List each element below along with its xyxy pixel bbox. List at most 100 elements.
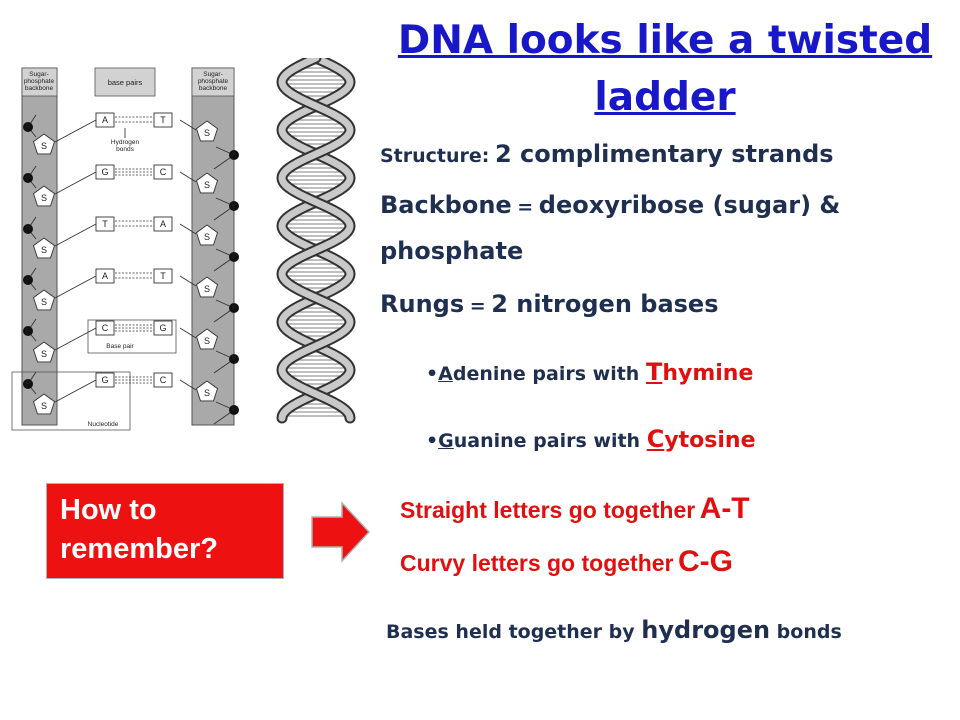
right-sugar bbox=[195, 120, 219, 142]
left-sugar bbox=[32, 185, 56, 207]
bonds-text-c: bonds bbox=[770, 621, 842, 643]
left-base-letter: G bbox=[101, 375, 108, 385]
right-sugar bbox=[195, 172, 219, 194]
how-to-remember-box bbox=[46, 483, 284, 579]
cytosine-first-letter: C bbox=[646, 425, 665, 453]
curvy-letters-text: Curvy letters go together bbox=[400, 550, 674, 576]
right-base-box bbox=[153, 112, 173, 128]
sugar-base-link bbox=[179, 171, 197, 183]
sugar-letter: S bbox=[204, 388, 210, 398]
sugar-base-link bbox=[179, 275, 197, 287]
bonds-text-hydrogen: hydrogen bbox=[641, 616, 771, 644]
right-backbone-column bbox=[191, 67, 235, 426]
right-base-letter: T bbox=[160, 115, 166, 125]
left-phosphate bbox=[23, 173, 33, 183]
left-base-letter: A bbox=[102, 115, 108, 125]
right-base-letter: C bbox=[160, 375, 167, 385]
rungs-value: 2 nitrogen bases bbox=[491, 290, 719, 318]
left-base-letter: T bbox=[102, 219, 108, 229]
right-arrow-icon bbox=[311, 501, 371, 563]
bonds-text-a: Bases held together by bbox=[386, 621, 642, 643]
phosphate-letter: P bbox=[26, 329, 30, 335]
guanine-line: •Guanine pairs with Cytosine bbox=[426, 425, 756, 453]
rungs-label: Rungs bbox=[380, 290, 465, 318]
right-phosphate bbox=[229, 354, 239, 364]
left-base-box bbox=[95, 320, 115, 336]
right-base-letter: C bbox=[160, 167, 167, 177]
sugar-letter: S bbox=[41, 401, 47, 411]
backbone-value: deoxyribose (sugar) & bbox=[538, 191, 841, 219]
center-label: base pairs bbox=[108, 78, 143, 87]
page-title: DNA looks like a twisted ladder bbox=[397, 18, 933, 120]
sugar-base-link bbox=[54, 327, 97, 351]
sugar-letter: S bbox=[41, 349, 47, 359]
sugar-base-link bbox=[54, 379, 97, 403]
right-base-box bbox=[153, 320, 173, 336]
curvy-letters-line: Curvy letters go together C-G bbox=[400, 545, 733, 579]
right-base-letter: A bbox=[160, 219, 166, 229]
left-sugar bbox=[32, 133, 56, 155]
cytosine-rest: ytosine bbox=[664, 428, 756, 453]
sugar-letter: S bbox=[204, 128, 210, 138]
sugar-base-link bbox=[179, 327, 197, 339]
left-base-box bbox=[95, 216, 115, 232]
left-base-box bbox=[95, 372, 115, 388]
bullet: • bbox=[426, 363, 439, 385]
guanine-rest: uanine pairs with bbox=[453, 430, 647, 452]
left-phosphate bbox=[23, 224, 33, 234]
left-phosphate bbox=[23, 122, 33, 132]
sugar-base-link bbox=[179, 223, 197, 235]
phosphate-letter: P bbox=[232, 408, 236, 414]
phosphate-letter: P bbox=[232, 153, 236, 159]
adenine-line: •Adenine pairs with Thymine bbox=[426, 358, 753, 386]
adenine-rest: denine pairs with bbox=[452, 363, 646, 385]
right-phosphate bbox=[229, 303, 239, 313]
backbone-label: Backbone bbox=[380, 191, 512, 219]
nucleotide-box bbox=[11, 371, 131, 431]
left-base-letter: G bbox=[101, 167, 108, 177]
sugar-base-link bbox=[54, 223, 97, 247]
left-base-box bbox=[95, 164, 115, 180]
thymine-first-letter: T bbox=[645, 358, 663, 386]
sugar-base-link bbox=[54, 275, 97, 299]
left-phosphate bbox=[23, 275, 33, 285]
nucleotide-label: Nucleotide bbox=[88, 421, 119, 428]
structure-label: Structure: bbox=[380, 145, 490, 167]
curvy-letters-pair: C-G bbox=[677, 545, 733, 578]
guanine-first-letter: G bbox=[438, 430, 454, 452]
base-pair-label: Base pair bbox=[106, 343, 134, 350]
structure-value: 2 complimentary strands bbox=[494, 140, 834, 168]
thymine-rest: hymine bbox=[662, 361, 754, 386]
how-to-remember-text: How to remember? bbox=[60, 494, 218, 565]
left-sugar bbox=[32, 237, 56, 259]
sugar-letter: S bbox=[41, 193, 47, 203]
sugar-letter: S bbox=[41, 245, 47, 255]
left-phosphate bbox=[23, 379, 33, 389]
base-pair-box bbox=[87, 319, 177, 354]
phosphate-letter: P bbox=[232, 357, 236, 363]
left-base-letter: A bbox=[102, 271, 108, 281]
sugar-letter: S bbox=[204, 284, 210, 294]
right-sugar bbox=[195, 380, 219, 402]
right-base-letter: G bbox=[159, 323, 166, 333]
phosphate-letter: P bbox=[26, 125, 30, 131]
rungs-line: Rungs = 2 nitrogen bases bbox=[380, 290, 719, 318]
right-sugar bbox=[195, 328, 219, 350]
left-sugar bbox=[32, 341, 56, 363]
hydrogen-bonds-line: Bases held together by hydrogen bonds bbox=[386, 616, 842, 644]
right-phosphate bbox=[229, 252, 239, 262]
right-sugar bbox=[195, 276, 219, 298]
straight-letters-text: Straight letters go together bbox=[400, 497, 696, 523]
right-base-box bbox=[153, 268, 173, 284]
right-base-box bbox=[153, 216, 173, 232]
bullet: • bbox=[426, 430, 439, 452]
phosphate-letter: P bbox=[232, 255, 236, 261]
backbone-line: Backbone = deoxyribose (sugar) & bbox=[380, 191, 840, 219]
phosphate-letter: P bbox=[232, 204, 236, 210]
helix-strand bbox=[278, 58, 354, 422]
phosphate-letter: P bbox=[26, 227, 30, 233]
